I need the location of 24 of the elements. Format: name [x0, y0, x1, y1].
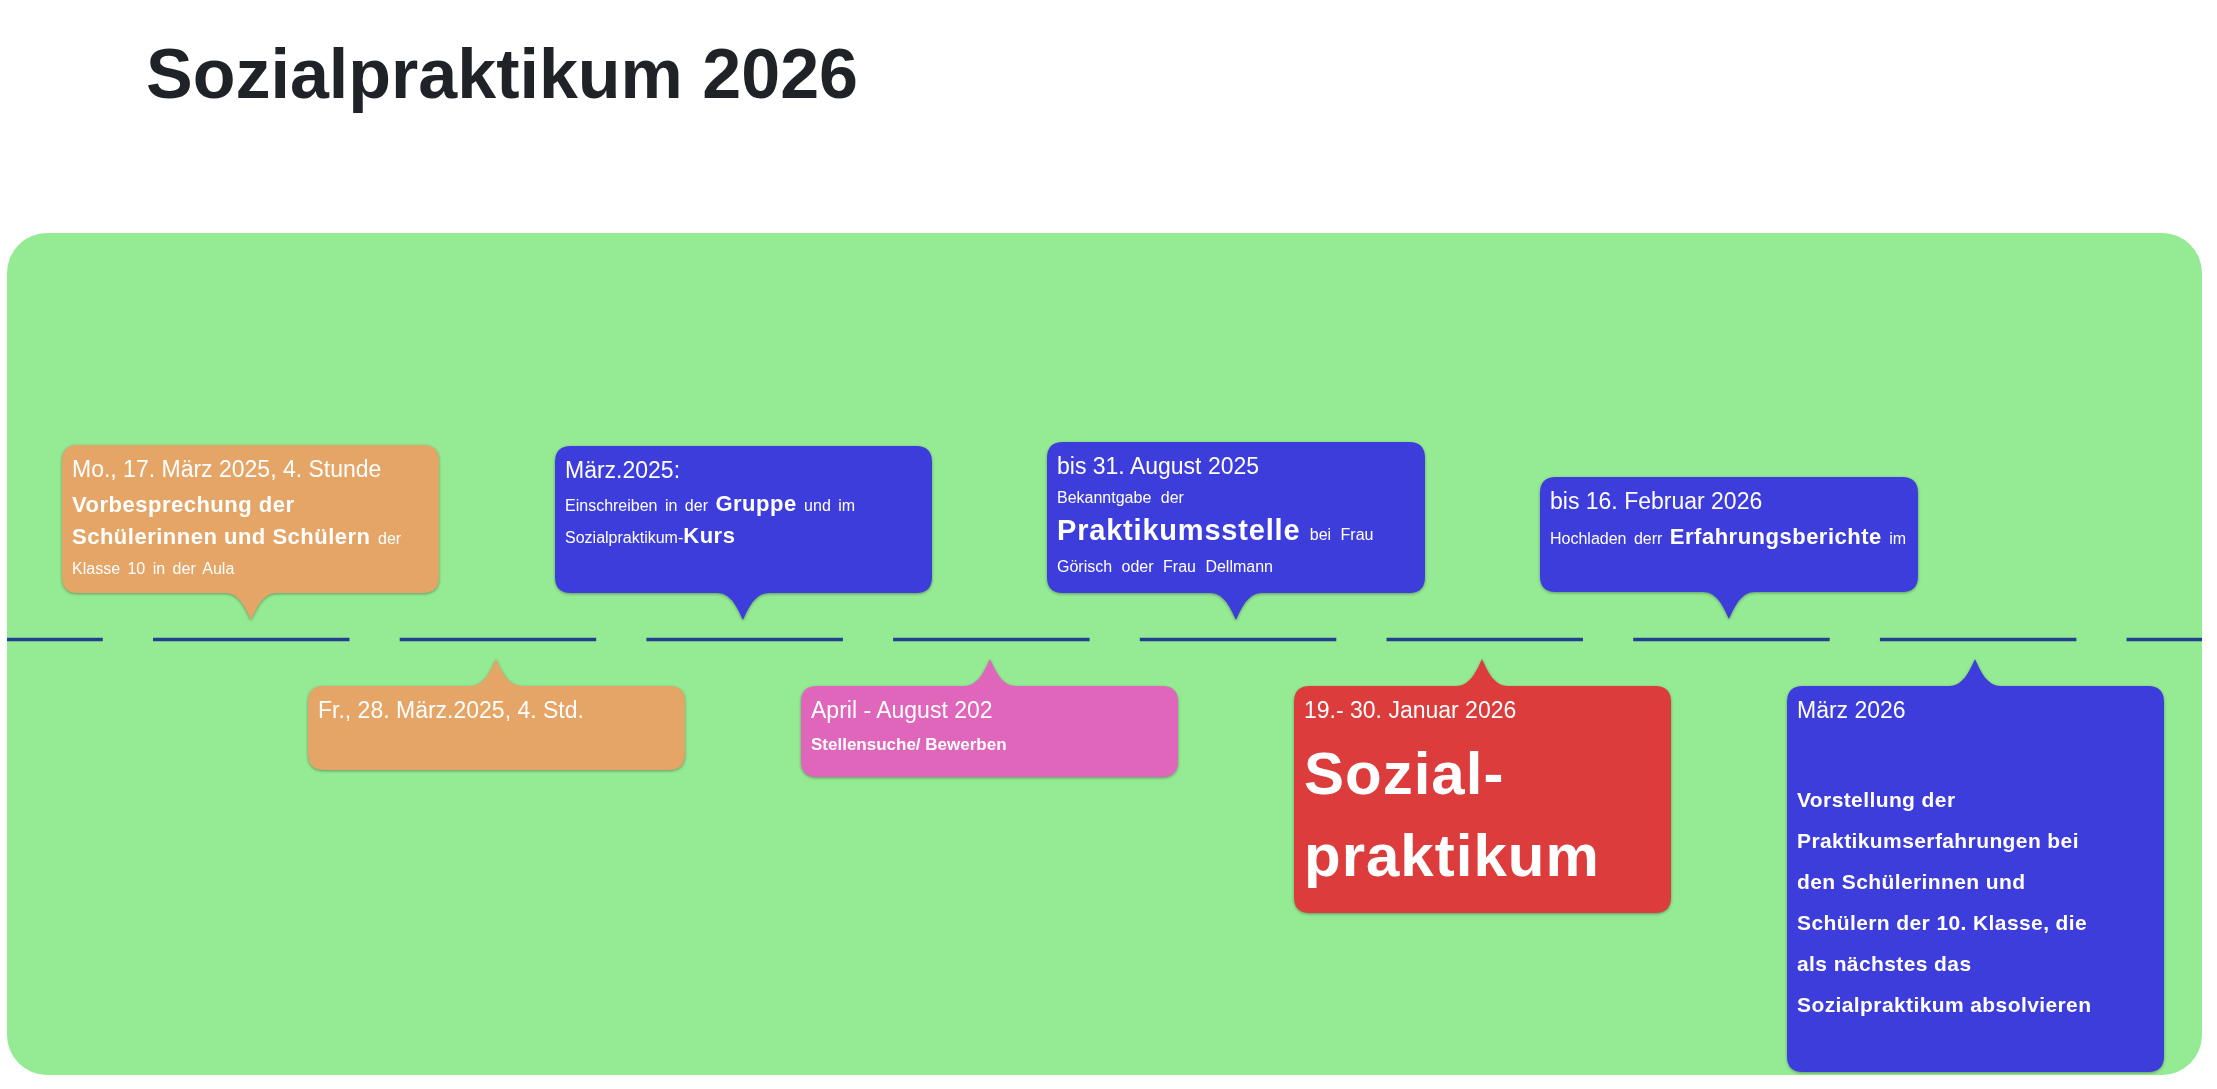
date-heading: März 2026	[1797, 697, 1906, 723]
event-description: Stellensuche/ Bewerben	[811, 734, 1007, 756]
page-title: Sozialpraktikum 2026	[146, 34, 858, 115]
callout-box	[1787, 659, 2164, 1072]
event-description: Einschreiben in der Gruppe und im Sozialpraktikum-Kurs	[565, 490, 857, 550]
date-heading: 19.- 30. Januar 2026	[1304, 697, 1517, 723]
callout-box	[1540, 477, 1918, 619]
event-description: Vorbesprechung der Schülerinnen und Schülern der Klasse 10 in der Aula	[72, 491, 403, 579]
date-heading: April - August 202	[811, 697, 993, 723]
callout-box	[1294, 659, 1671, 913]
event-description: Vorstellung der Praktikumserfahrungen bei den Schülerinnen und Schülern der 10. Klasse, die als nächstes das Sozialpraktikum absolvieren	[1797, 787, 2093, 1018]
date-heading: März.2025:	[565, 457, 681, 483]
callout-box	[801, 659, 1178, 777]
event-description: Bekanntgabe der Praktikumsstelle bei Frau Görisch oder Frau Dellmann	[1057, 488, 1375, 577]
callout-box	[555, 446, 932, 620]
callout-box	[1047, 442, 1425, 620]
callout-box	[308, 659, 685, 770]
date-heading: Fr., 28. März.2025, 4. Std.	[318, 697, 584, 723]
event-description: Hochladen derr Erfahrungsberichte im	[1550, 523, 1907, 551]
date-heading: bis 16. Februar 2026	[1550, 488, 1763, 514]
event-title: Sozial- praktikum	[1304, 739, 1601, 891]
callout-box	[62, 445, 439, 620]
date-heading: Mo., 17. März 2025, 4. Stunde	[72, 456, 382, 482]
date-heading: bis 31. August 2025	[1057, 453, 1260, 479]
